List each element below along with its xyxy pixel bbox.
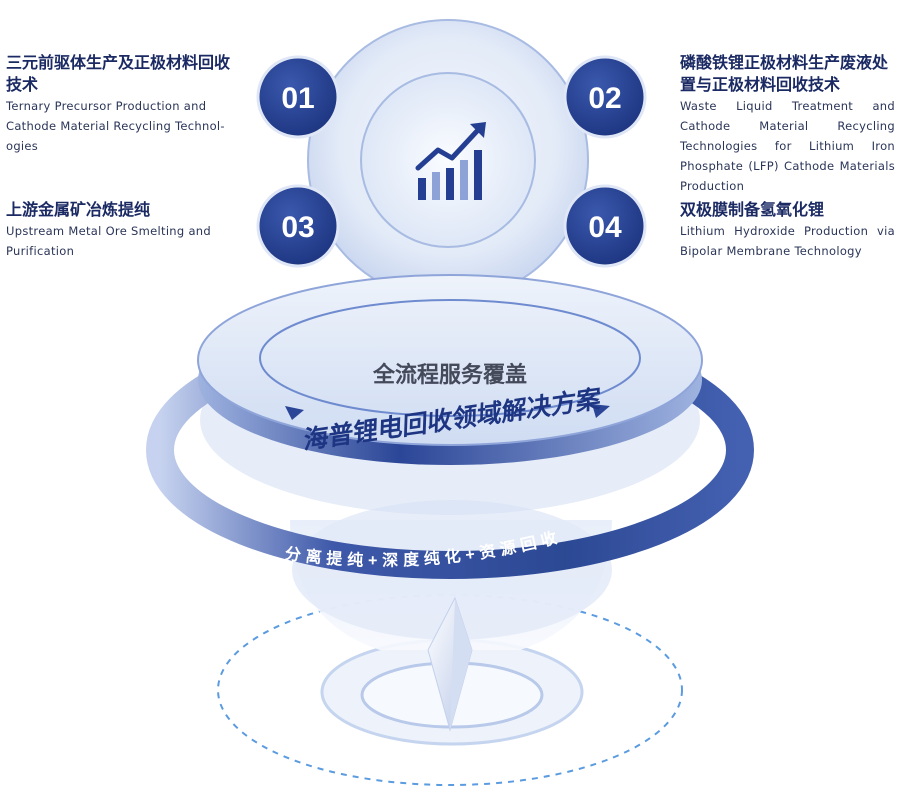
- item-02-subtitle: Waste Liquid Treatment and Cathode Mater…: [680, 99, 895, 193]
- main-disc: [197, 274, 703, 446]
- svg-text:02: 02: [588, 82, 621, 115]
- center-subtitle: 全流程服务覆盖: [372, 362, 527, 387]
- svg-text:01: 01: [281, 82, 314, 115]
- arrow-left-icon: [285, 406, 304, 420]
- item-04-subtitle: Lithium Hydroxide Production via Bipolar…: [680, 224, 895, 258]
- item-02: 磷酸铁锂正极材料生产废液处置与正极材料回收技术 Waste Liquid Tre…: [680, 52, 895, 196]
- item-03: 上游金属矿冶炼提纯 Upstream Metal Ore Smelting an…: [6, 199, 236, 261]
- item-01: 三元前驱体生产及正极材料回收技术 Ternary Precursor Produ…: [6, 52, 236, 156]
- item-03-title: 上游金属矿冶炼提纯: [6, 200, 151, 219]
- arrow-right-icon: [592, 404, 610, 418]
- item-04-title: 双极膜制备氢氧化锂: [680, 200, 825, 219]
- growth-chart-icon: [415, 122, 486, 200]
- svg-text:04: 04: [588, 211, 622, 244]
- item-01-subtitle: Ternary Precursor Production and Cathode…: [6, 99, 225, 153]
- item-03-subtitle: Upstream Metal Ore Smelting and Purifica…: [6, 224, 211, 258]
- inner-sphere: [360, 72, 536, 248]
- main-disc-inner-ring: [259, 299, 641, 417]
- svg-text:03: 03: [281, 211, 314, 244]
- item-02-title: 磷酸铁锂正极材料生产废液处置与正极材料回收技术: [680, 53, 889, 94]
- badge-03: 03: [256, 184, 340, 268]
- item-04: 双极膜制备氢氧化锂 Lithium Hydroxide Production v…: [680, 199, 895, 261]
- badge-04: 04: [563, 184, 647, 268]
- badge-02: 02: [563, 55, 647, 139]
- badge-01: 01: [256, 55, 340, 139]
- item-01-title: 三元前驱体生产及正极材料回收技术: [6, 53, 231, 94]
- crystal-icon: [427, 596, 473, 732]
